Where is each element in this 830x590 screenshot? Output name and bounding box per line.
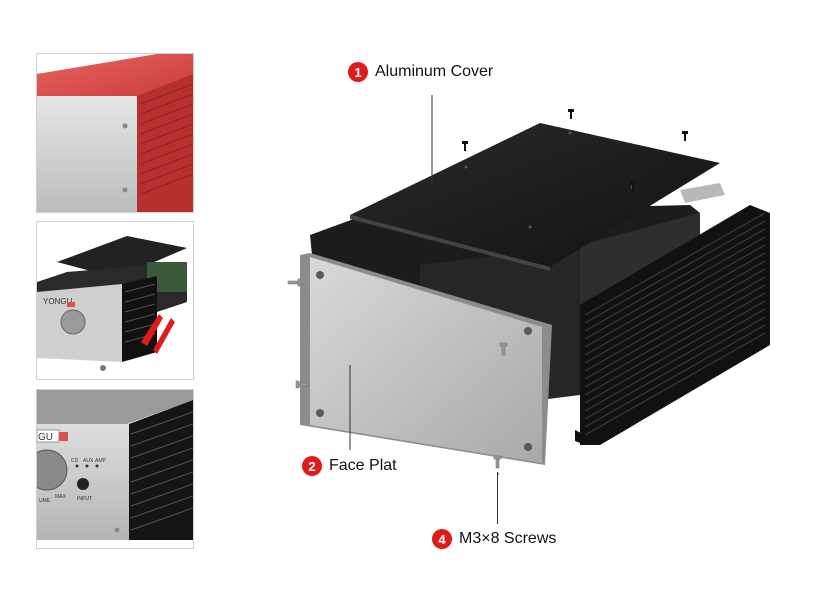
- callout-screws: 4 M3×8 Screws: [432, 529, 556, 549]
- thumbnail-front-panel[interactable]: GU CD AUX AMP MAX INPUT UME: [36, 389, 194, 549]
- label-aux: AUX: [83, 458, 94, 464]
- brand-text: GU: [38, 432, 53, 443]
- callout-face-plate: 2 Face Plat: [302, 456, 397, 476]
- cover-screws: [462, 109, 688, 191]
- callout-number-badge: 1: [348, 62, 368, 82]
- brand-text: YONGU: [43, 297, 73, 306]
- inner-rail: [680, 183, 725, 203]
- callout-aluminum-cover: 1 Aluminum Cover: [348, 62, 493, 82]
- aluminum-cover-plate: [350, 123, 720, 271]
- callout-label: M3×8 Screws: [459, 530, 557, 547]
- heatsink-right: [575, 205, 770, 445]
- callout-label: Aluminum Cover: [375, 63, 494, 80]
- label-max: MAX: [55, 494, 67, 500]
- label-cd: CD: [71, 458, 79, 464]
- front-panel-image: GU CD AUX AMP MAX INPUT UME: [37, 390, 193, 548]
- face-plate: [300, 253, 552, 465]
- thumbnail-red-enclosure[interactable]: [36, 53, 194, 213]
- label-volume: UME: [39, 498, 51, 504]
- label-amp: AMP: [95, 458, 107, 464]
- thumbnail-enclosure-assembly[interactable]: YONGU: [36, 221, 194, 380]
- label-input: INPUT: [77, 496, 92, 502]
- red-enclosure-image: [37, 54, 193, 212]
- exploded-enclosure-illustration: [287, 95, 770, 475]
- callout-number-badge: 2: [302, 456, 322, 476]
- callout-number-badge: 4: [432, 529, 452, 549]
- enclosure-assembly-image: YONGU: [37, 222, 193, 379]
- leader-screws-ext: [497, 472, 498, 524]
- face-plate-screws: [287, 278, 508, 469]
- callout-label: Face Plat: [329, 457, 397, 474]
